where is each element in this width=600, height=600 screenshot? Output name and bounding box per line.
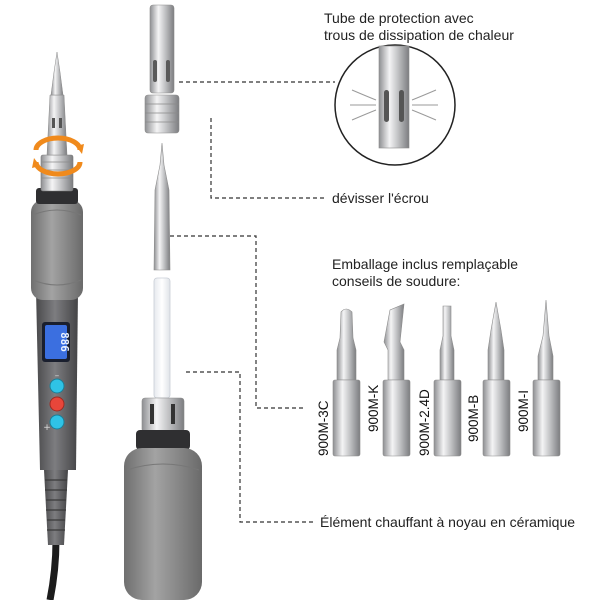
soldering-tip	[153, 142, 171, 271]
tube-label-line1: Tube de protection avec	[324, 10, 474, 26]
exploded-view	[124, 4, 202, 600]
handle-collar	[36, 188, 78, 204]
strain-relief-ribs	[45, 479, 67, 531]
tips-row	[332, 299, 561, 457]
ceramic-label: Élément chauffant à noyau en céramique	[320, 514, 576, 530]
tip-900m-3c	[332, 308, 361, 457]
power-cable	[46, 539, 60, 600]
tube-label-line2: trous de dissipation de chaleur	[324, 27, 514, 43]
minus-button[interactable]	[49, 378, 65, 394]
tip-900m-k	[382, 303, 411, 457]
rotate-arrows-icon	[32, 135, 84, 177]
callout-lines	[170, 81, 335, 523]
tip-900m-b	[482, 301, 511, 457]
tip-name-900m-2-4d: 900M-2.4D	[417, 389, 432, 456]
soldering-iron: 886 – +	[31, 51, 84, 600]
protective-tube	[144, 4, 180, 134]
tip-name-900m-k: 900M-K	[366, 384, 381, 432]
magnifier-circle	[334, 44, 456, 166]
plus-button[interactable]	[49, 414, 65, 430]
tip-name-900m-b: 900M-B	[466, 394, 481, 442]
heat-vent-icon	[350, 89, 438, 121]
svg-text:+: +	[43, 423, 51, 433]
handle-section	[124, 397, 202, 600]
tube-nut	[144, 94, 180, 134]
handle-grip	[31, 200, 83, 300]
tips-label-line1: Emballage inclus remplaçable	[332, 256, 518, 272]
tip-name-900m-i: 900M-I	[516, 389, 531, 432]
tip-900m-2-4d	[433, 305, 462, 457]
ceramic-heater	[153, 277, 171, 399]
strain-relief	[44, 470, 68, 545]
tip-name-900m-3c: 900M-3C	[316, 400, 331, 456]
lcd-display	[45, 325, 67, 359]
power-button[interactable]	[49, 396, 65, 412]
svg-text:–: –	[55, 371, 60, 381]
iron-tip	[50, 51, 64, 96]
tips-label-line2: conseils de soudure:	[332, 273, 461, 289]
lcd-reading: 886	[58, 332, 71, 352]
iron-barrel	[46, 94, 68, 156]
nut-label: dévisser l'écrou	[332, 190, 429, 206]
tip-900m-i	[532, 299, 561, 457]
